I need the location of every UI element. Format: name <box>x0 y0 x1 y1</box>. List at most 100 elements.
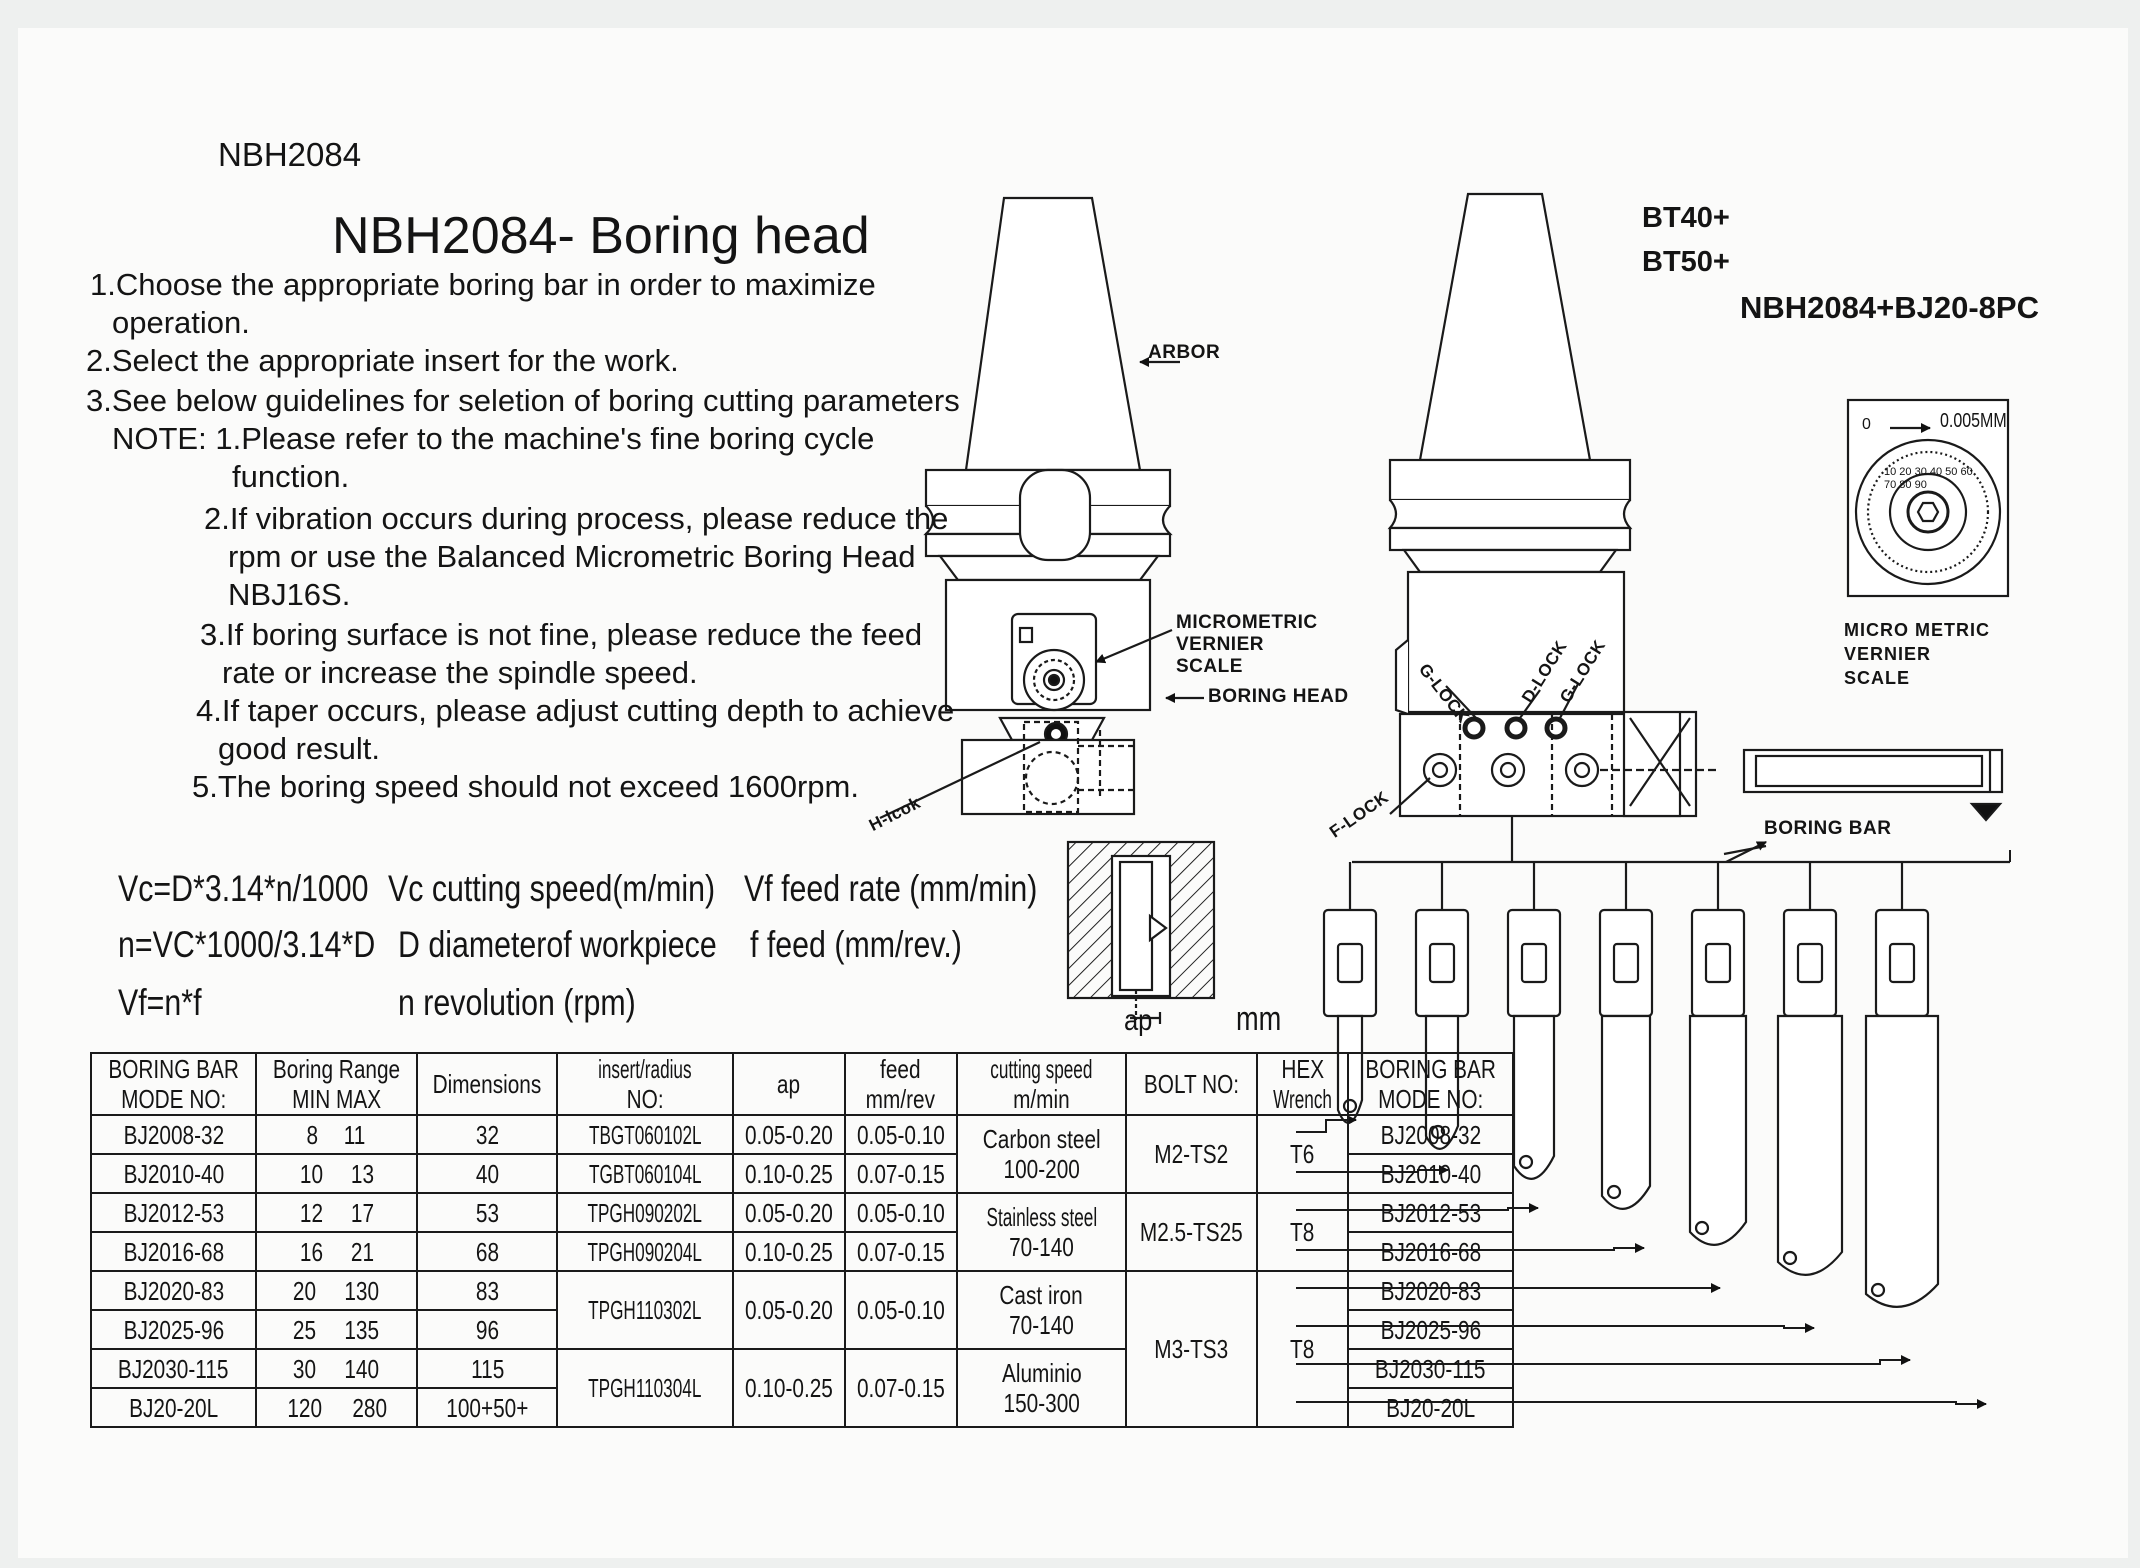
boring-bar-drawing <box>1598 862 1654 1210</box>
table-row: BJ2008-32 8 11 32 TBGT060102L 0.05-0.20 … <box>89 1114 1515 1194</box>
arbor-label: ARBOR <box>1148 342 1221 363</box>
model-cell: BJ2010-40 <box>89 1153 258 1194</box>
dimension-cell: 96 <box>416 1309 559 1350</box>
col-header-dimensions: Dimensions <box>416 1052 559 1116</box>
bolt-cell: M3-TS3 <box>1125 1270 1258 1428</box>
formula-vc: Vc=D*3.14*n/1000 <box>118 868 369 909</box>
model-cell: BJ2030-115 <box>89 1348 258 1389</box>
instruction-line: 3.If boring surface is not fine, please … <box>200 617 923 652</box>
instruction-line: 2.Select the appropriate insert for the … <box>86 343 679 378</box>
table-row: BJ2012-53 12 17 53 TPGH090202L 0.05-0.20… <box>89 1192 1515 1272</box>
scale-label-1: MICRO METRIC <box>1844 620 1990 640</box>
kit-line-1: BT40+ <box>1642 202 1730 234</box>
instruction-line: rate or increase the spindle speed. <box>222 655 698 690</box>
range-cell: 30 140 <box>255 1348 419 1389</box>
feed-cell: 0.05-0.10 <box>843 1192 958 1233</box>
feed-cell: 0.05-0.10 <box>843 1114 958 1155</box>
hex-cell: T6 <box>1255 1114 1349 1194</box>
connector-arrow <box>1296 1399 1987 1409</box>
insert-cell: TPGH110304L <box>556 1348 734 1428</box>
instruction-line: rpm or use the Balanced Micrometric Bori… <box>228 539 916 574</box>
range-cell: 25 135 <box>255 1309 419 1350</box>
feed-cell: 0.07-0.15 <box>843 1231 958 1272</box>
kit-name: NBH2084+BJ20-8PC <box>1740 290 2039 325</box>
insert-cell: TBGT060102L <box>556 1114 734 1155</box>
ap-cell: 0.10-0.25 <box>731 1231 846 1272</box>
table-row: BJ20-20L 120 280 100+50+ BJ20-20L <box>89 1387 1515 1428</box>
model-right-cell: BJ20-20L <box>1346 1387 1515 1428</box>
dimension-cell: 53 <box>416 1192 559 1233</box>
boring-bar-drawing <box>1776 862 1844 1276</box>
table-row: BJ2020-83 20 130 83 TPGH110302L 0.05-0.2… <box>89 1270 1515 1428</box>
dial-numbers: 10 20 30 40 50 60 70 80 90 <box>1884 466 1973 491</box>
instruction-line: function. <box>232 459 350 494</box>
instruction-line: 3.See below guidelines for seletion of b… <box>86 383 960 418</box>
model-cell: BJ20-20L <box>89 1387 258 1428</box>
micrometric-label-2: VERNIER <box>1176 634 1264 655</box>
insert-cell: TPGH090202L <box>556 1192 734 1233</box>
connector-arrow <box>1296 1323 1815 1333</box>
dimension-cell: 115 <box>416 1348 559 1389</box>
range-cell: 12 17 <box>255 1192 419 1233</box>
model-code: NBH2084 <box>218 136 362 173</box>
feed-cell: 0.07-0.15 <box>843 1153 958 1194</box>
def-vc: Vc cutting speed(m/min) <box>388 868 716 909</box>
model-right-cell: BJ2008-32 <box>1346 1114 1515 1155</box>
range-cell: 16 21 <box>255 1231 419 1272</box>
instruction-line: NBJ16S. <box>228 577 351 612</box>
ap-cell: 0.05-0.20 <box>731 1270 846 1350</box>
dimension-cell: 68 <box>416 1231 559 1272</box>
scale-label-2: VERNIER <box>1844 644 1932 664</box>
scale-value: 0.005MM <box>1940 410 2007 432</box>
col-header-ap: ap <box>731 1052 846 1116</box>
model-right-cell: BJ2010-40 <box>1346 1153 1515 1194</box>
micrometric-label-3: SCALE <box>1176 656 1243 677</box>
ap-cell: 0.05-0.20 <box>731 1114 846 1155</box>
feed-cell: 0.07-0.15 <box>843 1348 958 1428</box>
unit-label: mm <box>1236 1000 1282 1038</box>
ap-cell: 0.10-0.25 <box>731 1348 846 1428</box>
micrometric-label-1: MICROMETRIC <box>1176 612 1318 633</box>
table-row: BJ2010-40 10 13 40 TGBT060104L 0.10-0.25… <box>89 1153 1515 1194</box>
left-arbor-assembly <box>923 196 1173 816</box>
dimension-cell: 32 <box>416 1114 559 1155</box>
ap-cell: 0.10-0.25 <box>731 1153 846 1194</box>
formula-vf: Vf=n*f <box>118 982 202 1023</box>
dimension-cell: 40 <box>416 1153 559 1194</box>
range-cell: 10 13 <box>255 1153 419 1194</box>
connector-arrow <box>1296 1355 1911 1365</box>
range-cell: 120 280 <box>255 1387 419 1428</box>
model-cell: BJ2012-53 <box>89 1192 258 1233</box>
instruction-line: 5.The boring speed should not exceed 160… <box>192 769 859 804</box>
scale-label-3: SCALE <box>1844 668 1911 688</box>
table-row: BJ2030-115 30 140 115 TPGH110304L 0.10-0… <box>89 1348 1515 1428</box>
page-title: NBH2084- Boring head <box>332 207 870 265</box>
model-right-cell: BJ2030-115 <box>1346 1348 1515 1389</box>
model-right-cell: BJ2016-68 <box>1346 1231 1515 1272</box>
instruction-line: 1.Choose the appropriate boring bar in o… <box>90 267 876 302</box>
bolt-cell: M2.5-TS25 <box>1125 1192 1258 1272</box>
range-cell: 8 11 <box>255 1114 419 1155</box>
instruction-line: operation. <box>112 305 250 340</box>
model-right-cell: BJ2025-96 <box>1346 1309 1515 1350</box>
kit-line-2: BT50+ <box>1642 246 1730 278</box>
table-row: BJ2016-68 16 21 68 TPGH090204L 0.10-0.25… <box>89 1231 1515 1272</box>
dial-zero: 0 <box>1862 416 1871 433</box>
def-f: f feed (mm/rev.) <box>750 924 962 965</box>
model-right-cell: BJ2012-53 <box>1346 1192 1515 1233</box>
hex-cell: T8 <box>1255 1270 1349 1428</box>
boring-bar-drawing <box>1864 862 1940 1308</box>
model-cell: BJ2020-83 <box>89 1270 258 1311</box>
col-header-bolt: BOLT NO: <box>1125 1052 1258 1116</box>
def-d: D diameterof workpiece <box>398 924 717 965</box>
